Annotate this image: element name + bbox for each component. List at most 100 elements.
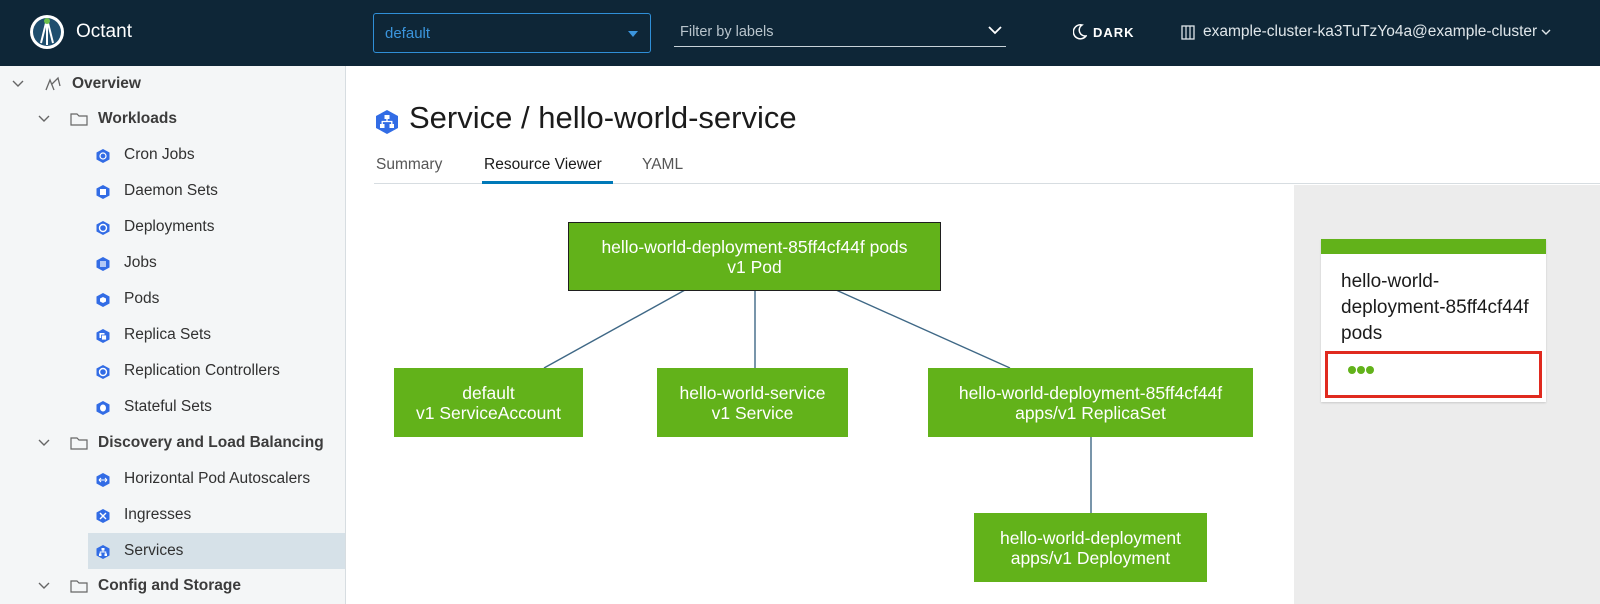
- ingress-icon: [96, 509, 110, 523]
- octant-logo-icon: [30, 15, 64, 49]
- replication-controller-icon: [96, 365, 110, 379]
- sidebar-section-label: Config and Storage: [98, 577, 241, 594]
- sidebar-item-label: Pods: [124, 290, 160, 307]
- chevron-down-icon: [38, 439, 50, 446]
- statefulset-icon: [96, 401, 110, 415]
- app-name: Octant: [76, 21, 132, 42]
- caret-down-icon: [628, 31, 638, 37]
- overview-icon: [45, 76, 61, 91]
- sidebar-item-label: Daemon Sets: [124, 182, 218, 199]
- brand[interactable]: Octant: [28, 13, 132, 51]
- sidebar-item-label: Overview: [72, 75, 141, 92]
- sidebar-item-daemon-sets[interactable]: Daemon Sets: [0, 173, 345, 209]
- sidebar-section-workloads[interactable]: Workloads: [0, 101, 345, 137]
- theme-label: DARK: [1093, 24, 1135, 40]
- sidebar-item-replication-controllers[interactable]: Replication Controllers: [0, 353, 345, 389]
- page-title: Service / hello-world-service: [409, 100, 797, 135]
- edge-pod-serviceaccount: [543, 289, 686, 369]
- daemonset-icon: [96, 185, 110, 199]
- active-tab-indicator: [482, 181, 613, 184]
- chevron-down-icon: [1541, 29, 1551, 35]
- service-icon: [96, 545, 110, 559]
- namespace-value: default: [385, 25, 431, 42]
- tab-resource-viewer[interactable]: Resource Viewer: [484, 156, 602, 173]
- chevron-down-icon: [12, 80, 24, 87]
- node-kind: v1 Service: [711, 402, 794, 423]
- graph-node-deployment[interactable]: hello-world-deployment apps/v1 Deploymen…: [974, 513, 1207, 582]
- node-name: hello-world-service: [679, 382, 826, 403]
- theme-toggle-button[interactable]: DARK: [1073, 24, 1135, 40]
- node-kind: apps/v1 Deployment: [1010, 547, 1171, 568]
- sidebar-item-hpa[interactable]: Horizontal Pod Autoscalers: [0, 461, 345, 497]
- node-name: hello-world-deployment-85ff4cf44f: [958, 382, 1223, 403]
- tab-yaml[interactable]: YAML: [642, 156, 684, 173]
- sidebar-item-label: Ingresses: [124, 506, 192, 523]
- sidebar-item-stateful-sets[interactable]: Stateful Sets: [0, 389, 345, 425]
- pod-status-dots: [1348, 366, 1375, 374]
- sidebar-item-label: Replication Controllers: [124, 362, 280, 379]
- graph-node-serviceaccount[interactable]: default v1 ServiceAccount: [394, 368, 583, 437]
- chevron-down-icon: [38, 115, 50, 122]
- pod-status-dot: [1357, 366, 1365, 374]
- sidebar: Overview Workloads Cron Jobs Daemon Sets…: [0, 66, 346, 604]
- sidebar-item-replica-sets[interactable]: Replica Sets: [0, 317, 345, 353]
- node-name: hello-world-deployment-85ff4cf44f pods: [601, 236, 908, 257]
- context-name: example-cluster-ka3TuTzYo4a@example-clus…: [1203, 23, 1538, 40]
- node-kind: v1 Pod: [727, 256, 782, 277]
- context-selector[interactable]: example-cluster-ka3TuTzYo4a@example-clus…: [1181, 23, 1551, 41]
- node-kind: v1 ServiceAccount: [416, 402, 561, 423]
- sidebar-item-label: Replica Sets: [124, 326, 212, 343]
- folder-icon: [70, 437, 88, 450]
- sidebar-item-services[interactable]: Services: [88, 533, 345, 569]
- cluster-icon: [1181, 25, 1195, 40]
- job-icon: [96, 257, 110, 271]
- folder-icon: [70, 113, 88, 126]
- pod-icon: [96, 293, 110, 307]
- sidebar-section-config-storage[interactable]: Config and Storage: [0, 568, 345, 604]
- sidebar-item-label: Services: [124, 542, 184, 559]
- sidebar-item-jobs[interactable]: Jobs: [0, 245, 345, 281]
- graph-node-service[interactable]: hello-world-service v1 Service: [657, 368, 848, 437]
- node-name: hello-world-deployment: [1000, 527, 1181, 548]
- sidebar-section-label: Discovery and Load Balancing: [98, 434, 324, 451]
- graph-node-replicaset[interactable]: hello-world-deployment-85ff4cf44f apps/v…: [928, 368, 1253, 437]
- sidebar-item-cron-jobs[interactable]: Cron Jobs: [0, 137, 345, 173]
- sidebar-item-label: Jobs: [124, 254, 157, 271]
- hpa-icon: [96, 473, 110, 487]
- app-header: Octant default Filter by labels DARK exa…: [0, 0, 1600, 66]
- namespace-select[interactable]: default: [373, 13, 651, 53]
- pod-status-dot: [1348, 366, 1356, 374]
- tab-bar: Summary Resource Viewer YAML: [374, 148, 1600, 184]
- status-bar: [1321, 239, 1546, 254]
- sidebar-item-ingresses[interactable]: Ingresses: [0, 497, 345, 533]
- tab-summary[interactable]: Summary: [376, 156, 443, 173]
- sidebar-item-label: Cron Jobs: [124, 146, 195, 163]
- deployment-icon: [96, 221, 110, 235]
- chevron-down-icon: [988, 26, 1002, 35]
- sidebar-section-label: Workloads: [98, 110, 177, 127]
- resource-detail-panel: hello-world-deployment-85ff4cf44f pods: [1294, 185, 1600, 604]
- edge-pod-replicaset: [835, 289, 1011, 369]
- node-kind: apps/v1 ReplicaSet: [1015, 402, 1166, 423]
- main-content: Service / hello-world-service Summary Re…: [346, 66, 1600, 604]
- sidebar-item-label: Deployments: [124, 218, 215, 235]
- sidebar-section-discovery[interactable]: Discovery and Load Balancing: [0, 425, 345, 461]
- sidebar-item-deployments[interactable]: Deployments: [0, 209, 345, 245]
- resource-detail-title: hello-world-deployment-85ff4cf44f pods: [1341, 271, 1529, 344]
- resource-detail-card[interactable]: hello-world-deployment-85ff4cf44f pods: [1321, 239, 1546, 402]
- label-filter-input[interactable]: Filter by labels: [674, 15, 1006, 47]
- graph-node-pod[interactable]: hello-world-deployment-85ff4cf44f pods v…: [568, 222, 941, 291]
- label-filter-placeholder: Filter by labels: [680, 24, 774, 40]
- pod-status-indicator[interactable]: [1325, 351, 1542, 398]
- sidebar-item-label: Stateful Sets: [124, 398, 212, 415]
- graph-edges: [543, 289, 1092, 513]
- sidebar-item-label: Horizontal Pod Autoscalers: [124, 470, 311, 487]
- node-name: default: [462, 382, 515, 403]
- chevron-down-icon: [38, 582, 50, 589]
- sidebar-item-pods[interactable]: Pods: [0, 281, 345, 317]
- cronjob-icon: [96, 149, 110, 163]
- pod-status-dot: [1366, 366, 1374, 374]
- folder-icon: [70, 580, 88, 593]
- sidebar-item-overview[interactable]: Overview: [0, 66, 345, 102]
- moon-icon: [1073, 24, 1087, 40]
